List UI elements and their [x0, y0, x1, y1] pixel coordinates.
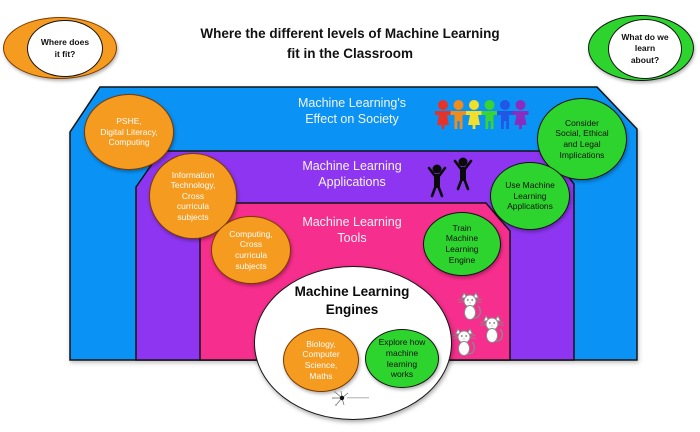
engines-level-label: Machine Learning Engines [294, 284, 410, 318]
society-activity-bubble: Consider Social, Ethical and Legal Impli… [537, 98, 627, 180]
society-level-label: Machine Learning's Effect on Society [297, 96, 406, 127]
badge-left-text: Where does it fit? [40, 37, 90, 59]
applications-activity-bubble: Use Machine Learning Applications [490, 162, 570, 230]
applications-level-label: Machine Learning Applications [302, 159, 402, 190]
machine-learning-for-kids-logo [332, 390, 369, 406]
tools-level-label: Machine Learning Tools [302, 215, 402, 246]
engines-activity-bubble: Explore how machine learning works [365, 329, 439, 388]
engines-subjects-bubble: Biology, Computer Science, Maths [283, 328, 359, 392]
what-do-we-learn-label: What do we learn about? [608, 19, 682, 79]
tools-activity-bubble: Train Machine Learning Engine [423, 212, 501, 276]
badge-right-text: What do we learn about? [621, 32, 669, 65]
where-does-it-fit-label: Where does it fit? [27, 20, 103, 77]
diagram-title: Where the different levels of Machine Le… [200, 26, 500, 62]
society-subjects-bubble: PSHE, Digital Literacy, Computing [84, 94, 174, 170]
tools-subjects-bubble: Computing, Cross curricula subjects [211, 216, 291, 284]
